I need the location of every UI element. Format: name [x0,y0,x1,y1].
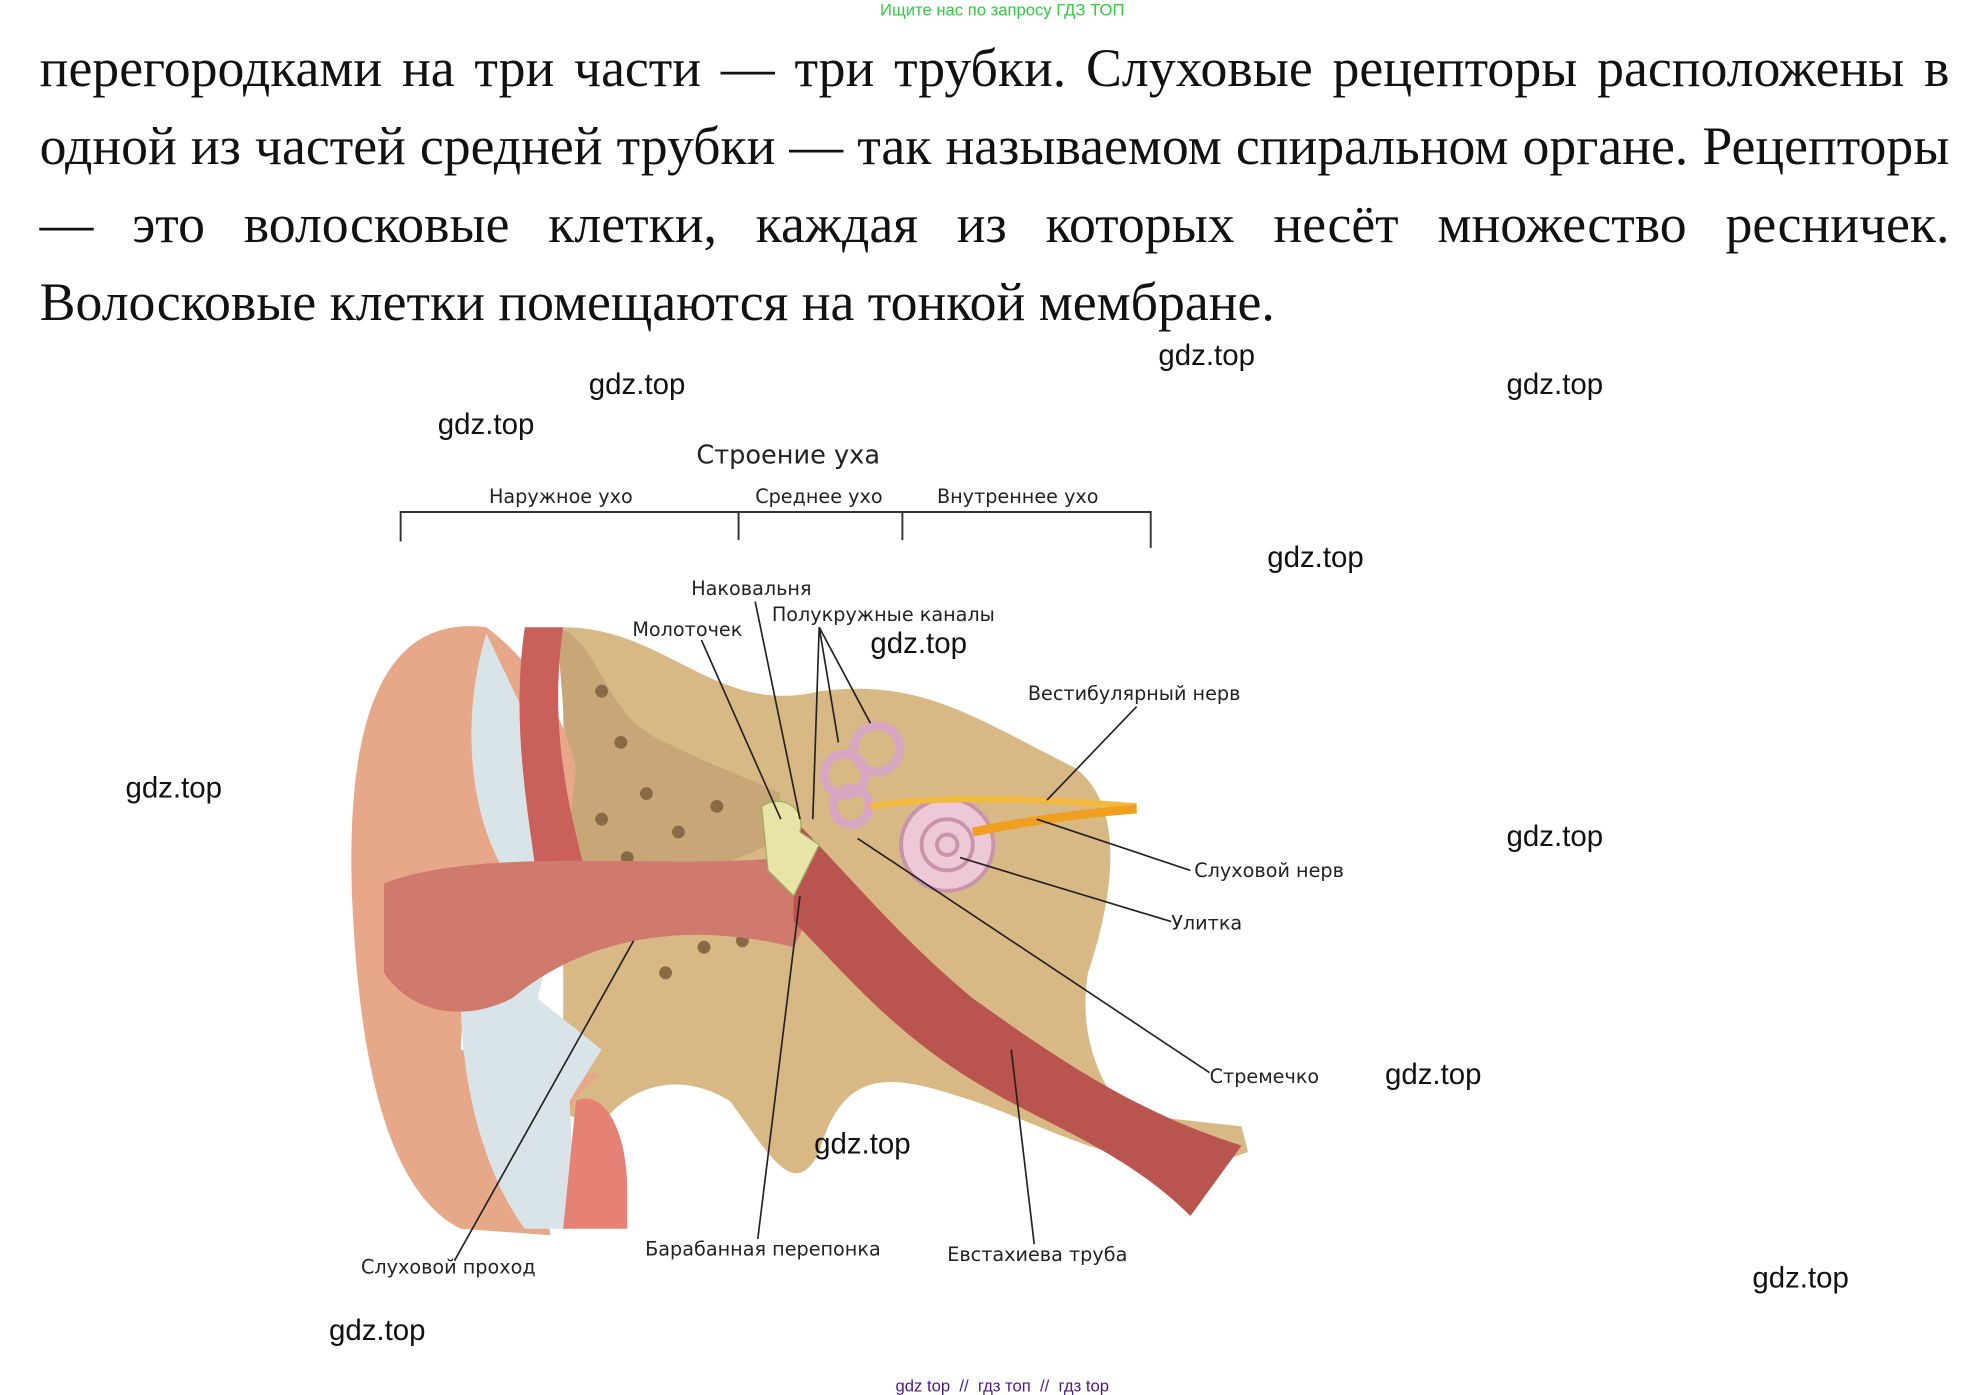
watermark: gdz.top [1384,1057,1482,1091]
watermark: gdz.top [814,1126,911,1160]
section-outer-ear: Наружное ухо [488,485,633,509]
leader-lines [453,601,1211,1262]
section-inner-ear: Внутреннее ухо [936,485,1099,509]
label-eustachian-tube: Евстахиева труба [947,1242,1128,1266]
watermark: gdz.top [870,625,967,660]
label-canals: Полукружные каналы [771,602,995,626]
label-malleus: Молоточек [632,618,743,642]
skin-layer [519,627,589,884]
temporal-bone [563,627,1248,1174]
semicircular-canals [819,721,905,829]
footer-links[interactable]: gdz top // гдз топ // гдз top [895,1376,1109,1395]
watermark: gdz.top [1506,367,1604,401]
label-incus: Наковальня [691,577,812,601]
watermark: gdz.top [125,770,223,804]
label-vestibular-nerve: Вестибулярный нерв [1027,682,1241,706]
label-auditory-nerve: Слуховой нерв [1194,858,1344,882]
label-ear-canal: Слуховой проход [360,1255,536,1279]
auditory-nerve [971,804,1137,837]
section-brackets [399,511,1152,548]
watermark: gdz.top [588,367,686,401]
watermark: gdz.top [1158,337,1255,372]
label-stapes: Стремечко [1209,1064,1320,1088]
eustachian-tube [793,819,1242,1216]
watermark: gdz.top [328,1313,426,1347]
ear-canal [384,857,820,1012]
label-eardrum: Барабанная перепонка [645,1237,881,1261]
watermark: gdz.top [1267,540,1364,574]
lobe-tissue [563,1098,628,1229]
search-banner[interactable]: Ищите нас по запросу ГДЗ ТОП [880,0,1125,20]
watermark: gdz.top [1752,1260,1849,1295]
label-cochlea: Улитка [1171,911,1243,935]
bone-spongy [556,627,781,884]
watermark: gdz.top [1506,819,1604,853]
diagram-title: Строение уха [696,439,881,470]
watermark: gdz.top [437,407,535,441]
vestibular-nerve [869,795,1137,810]
section-middle-ear: Среднее ухо [755,485,883,509]
body-paragraph: перегородками на три части — три трубки.… [39,39,1950,333]
